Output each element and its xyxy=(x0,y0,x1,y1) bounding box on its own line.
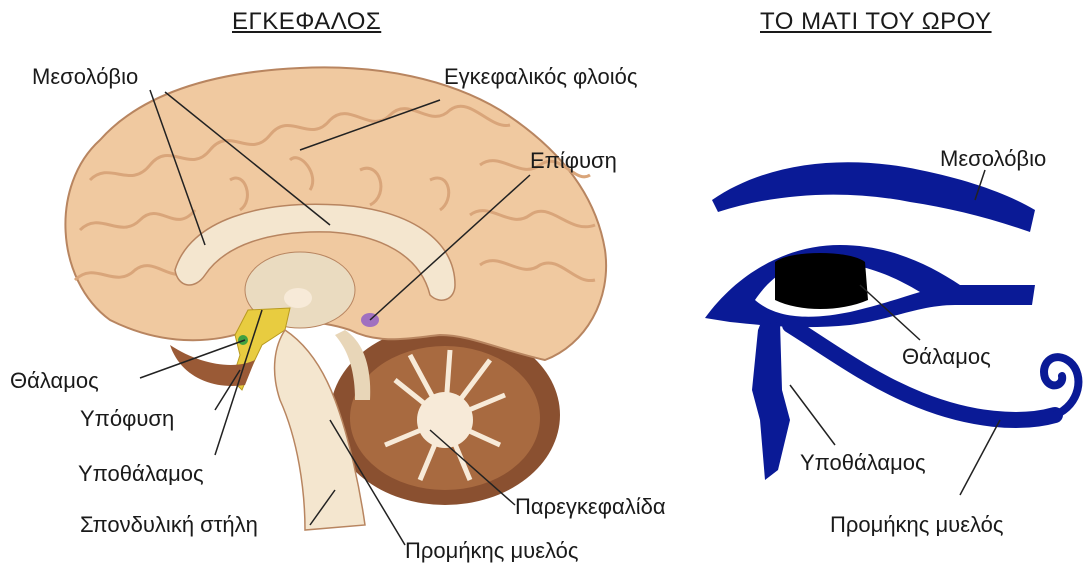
eye-tail xyxy=(790,325,1055,420)
eye-pupil xyxy=(775,253,868,309)
label-pineal: Επίφυση xyxy=(530,150,617,172)
brain-title: ΕΓΚΕΦΑΛΟΣ xyxy=(232,8,381,36)
eye-drop-leg xyxy=(752,322,790,480)
eye-title: ΤΟ ΜΑΤΙ ΤΟΥ ΩΡΟΥ xyxy=(760,8,992,36)
eye-outline xyxy=(705,245,1035,327)
eye-leader-lines xyxy=(790,170,1000,495)
label-cortex: Εγκεφαλικός φλοιός xyxy=(444,66,638,88)
label-cerebellum: Παρεγκεφαλίδα xyxy=(515,496,666,518)
label-thalamus: Θάλαμος xyxy=(10,370,99,392)
label-eye-hypothalamus: Υποθάλαμος xyxy=(800,452,926,474)
eye-of-horus xyxy=(705,162,1078,480)
eye-spiral xyxy=(1044,357,1078,415)
label-hypothalamus: Υποθάλαμος xyxy=(78,463,204,485)
eye-brow xyxy=(712,162,1035,232)
label-medulla: Προμήκης μυελός xyxy=(405,540,579,562)
label-eye-thalamus: Θάλαμος xyxy=(902,346,991,368)
label-pituitary: Υπόφυση xyxy=(80,408,174,430)
label-corpus-callosum: Μεσολόβιο xyxy=(32,66,138,88)
label-spinal-column: Σπονδυλική στήλη xyxy=(80,514,258,536)
label-eye-corpus-callosum: Μεσολόβιο xyxy=(940,148,1046,170)
label-eye-medulla: Προμήκης μυελός xyxy=(830,514,1004,536)
